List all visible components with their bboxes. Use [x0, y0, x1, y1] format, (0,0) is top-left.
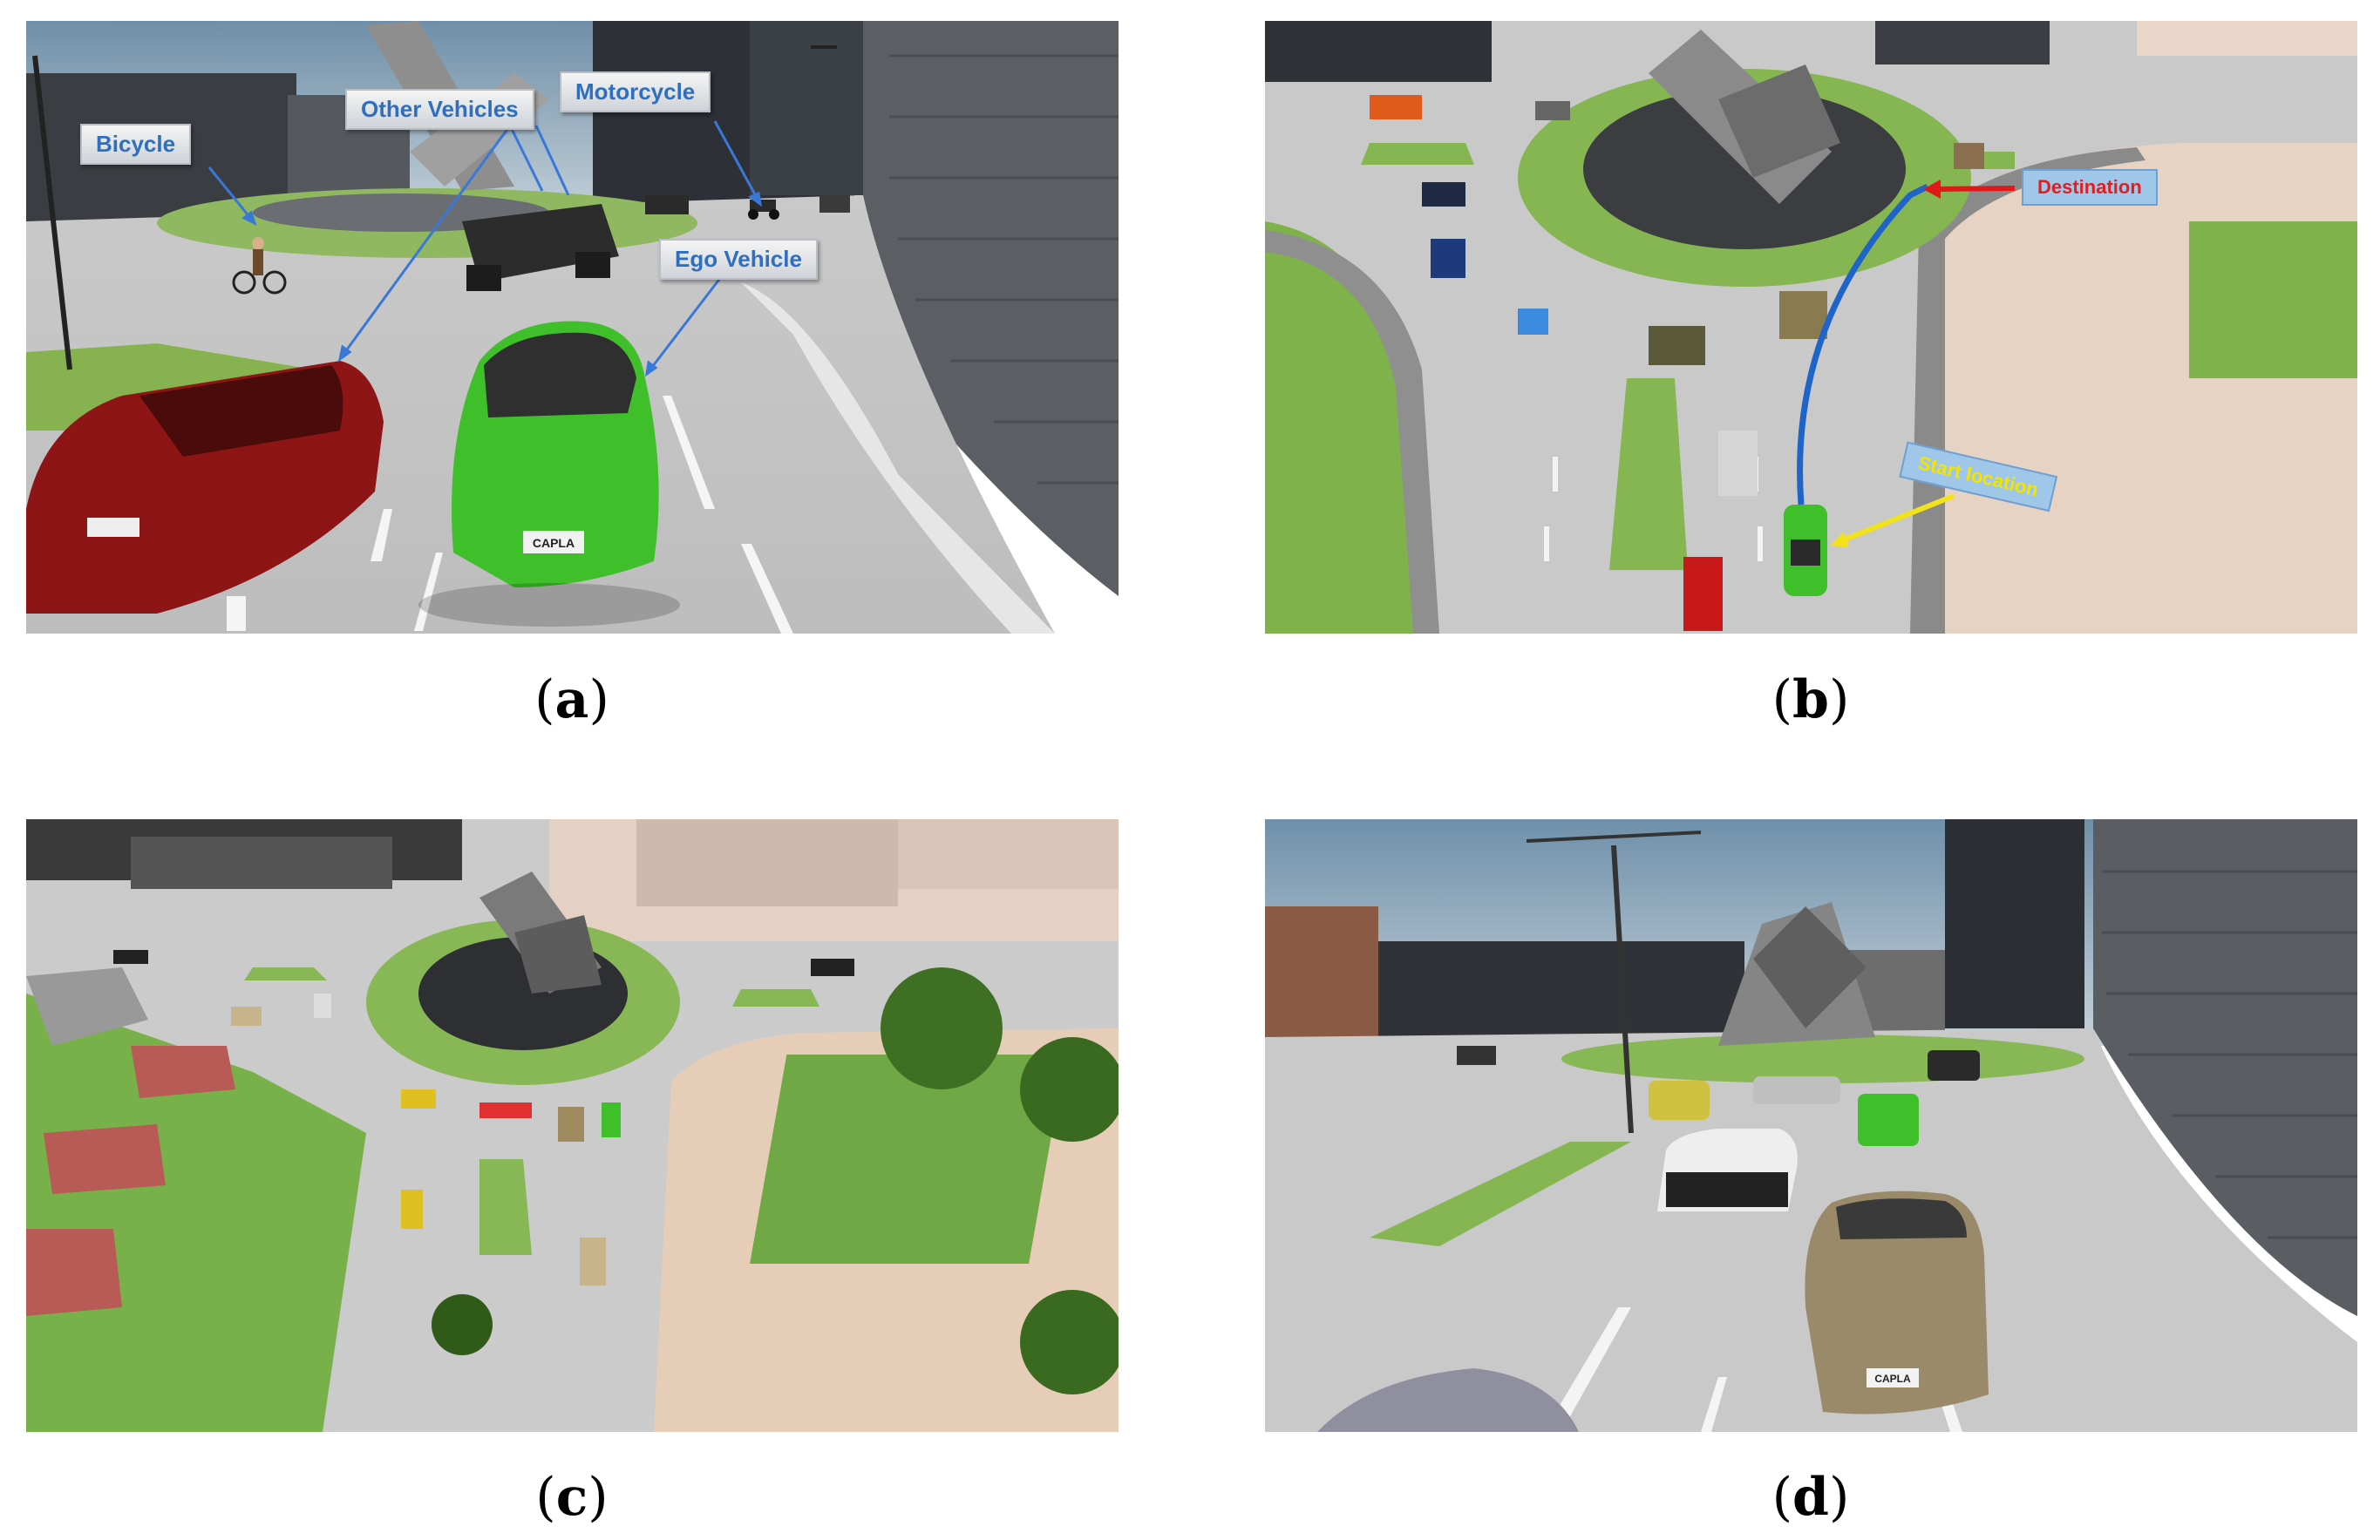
foreground-car	[1317, 1368, 1579, 1432]
building	[1265, 21, 1492, 82]
label-bicycle: Bicycle	[80, 124, 192, 165]
building	[2137, 21, 2357, 56]
route-line	[1797, 183, 1929, 505]
building	[1945, 819, 2084, 1028]
red-car	[1683, 557, 1723, 631]
car	[1779, 291, 1827, 339]
sidewalk	[549, 819, 1119, 941]
panel-b-image: Destination Start location	[1265, 21, 2357, 634]
start-arrow	[1839, 493, 1955, 544]
ego-plate-text: CAPLA	[533, 536, 575, 550]
car	[314, 994, 331, 1018]
bicycle-rider	[232, 237, 287, 295]
car	[1858, 1094, 1919, 1146]
label-ego-vehicle: Ego Vehicle	[659, 239, 818, 280]
house-roof	[44, 1124, 166, 1194]
median-island	[1609, 378, 1688, 570]
building	[131, 837, 392, 889]
car	[1649, 326, 1705, 365]
caption-c: (c)	[535, 1467, 609, 1528]
street-lamp	[32, 55, 72, 370]
red-car	[26, 361, 384, 614]
panel-a-image: CAPLA Bicycle Other Vehicles Motorcycle …	[26, 21, 1119, 634]
car	[1370, 95, 1422, 119]
car	[401, 1089, 436, 1109]
car	[1422, 182, 1465, 207]
caption-b: (b)	[1771, 669, 1850, 730]
tree	[1020, 1290, 1119, 1394]
median-island	[479, 1159, 532, 1255]
caption-a: (a)	[534, 669, 609, 730]
building	[1378, 941, 1744, 1037]
suv-plate-text: CAPLA	[1874, 1373, 1911, 1385]
car	[1753, 1076, 1840, 1104]
tree	[881, 967, 1003, 1089]
panel-a-scene: CAPLA	[26, 21, 1119, 634]
annotation-arrows	[207, 120, 763, 377]
car	[1457, 1046, 1496, 1065]
tree	[1020, 1037, 1119, 1142]
car	[1718, 431, 1758, 496]
truck	[462, 204, 619, 291]
panel-d-scene: CAPLA	[1265, 819, 2357, 1432]
panel-b-scene	[1265, 21, 2357, 634]
road	[1265, 1028, 2357, 1432]
car	[1954, 143, 1984, 169]
tree	[432, 1294, 493, 1355]
car	[401, 1190, 423, 1229]
caption-b-letter: b	[1792, 669, 1829, 730]
caption-d-letter: d	[1792, 1467, 1829, 1528]
street-lamp	[1611, 845, 1634, 1134]
caption-c-letter: c	[555, 1467, 588, 1528]
label-destination: Destination	[2022, 169, 2158, 206]
suv: CAPLA	[1805, 1191, 1989, 1414]
car	[1431, 239, 1465, 278]
grass-patch	[750, 1055, 1066, 1264]
roundabout-island	[1561, 1035, 2084, 1083]
building	[1875, 21, 2050, 64]
caption-d: (d)	[1771, 1467, 1850, 1528]
car	[602, 1102, 621, 1137]
ego-vehicle: CAPLA	[418, 321, 680, 627]
panel-c-image	[26, 819, 1119, 1432]
sidewalk-plaza	[1928, 143, 2357, 634]
label-motorcycle: Motorcycle	[560, 71, 711, 112]
car	[1928, 1050, 1980, 1081]
car	[1649, 1081, 1710, 1120]
house	[26, 967, 148, 1046]
destination-arrow	[1935, 186, 2016, 192]
panel-c-scene	[26, 819, 1119, 1432]
car	[231, 1007, 262, 1026]
car	[558, 1107, 584, 1142]
round-tower	[2093, 819, 2357, 1316]
car	[1535, 101, 1570, 120]
car	[113, 950, 148, 964]
label-other-vehicles: Other Vehicles	[345, 89, 534, 130]
median-island	[1370, 1142, 1631, 1246]
grass-patch	[2189, 221, 2357, 378]
caption-a-letter: a	[554, 669, 589, 730]
house-roof	[131, 1046, 235, 1098]
building	[1265, 906, 1378, 1037]
building	[750, 21, 881, 195]
car	[811, 959, 854, 976]
round-tower	[863, 21, 1119, 596]
car	[1518, 309, 1548, 335]
car	[580, 1238, 606, 1286]
grass-area	[26, 994, 366, 1432]
panel-d-image: CAPLA	[1265, 819, 2357, 1432]
motorcycle	[748, 200, 779, 220]
house-roof	[26, 1229, 122, 1316]
car	[479, 1102, 532, 1118]
